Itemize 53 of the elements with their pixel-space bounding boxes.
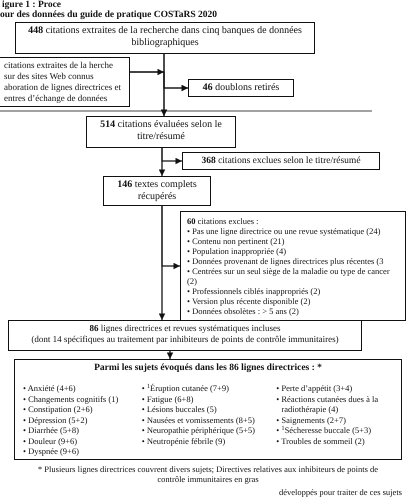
list-item: • Fatigue (6+8)	[142, 394, 194, 404]
process-box	[182, 152, 380, 170]
list-item: • Diarrhée (5+8)	[23, 425, 80, 436]
box-text: 86 lignes directrices et revues systématiques incluses	[90, 323, 280, 334]
arrow	[161, 206, 180, 270]
footnote: * Plusieurs lignes directrices couvrent divers sujets; Directives relatives aux inhibiteurs de points de contrôle immunitaires en gras	[36, 464, 380, 484]
list-item: • Professionnels ciblés inappropriés (2)	[187, 286, 322, 296]
process-box	[15, 22, 315, 54]
figure-title: our des données du guide de pratique COSTaRS 2020	[0, 10, 218, 21]
box-heading: 60 citations exclues :	[187, 216, 260, 226]
arrow	[166, 351, 174, 359]
list-item: • Neuropathie périphérique (5+5)	[142, 425, 256, 436]
list-item: • $^{1}$Éruption cutanée (7+9)	[142, 383, 230, 394]
list-item: • Changements cognitifs (1)	[23, 394, 120, 404]
list-item: • Centrées sur un seul siège de la maladie ou type de cancer (2)	[187, 266, 391, 286]
box-text: 514 citations évaluées selon le titre/résumé	[99, 119, 223, 143]
box-text: 146 textes complets récupérés	[116, 179, 198, 203]
list-item: • Anxiété (4+6)	[23, 383, 77, 394]
list-item: • $^{1}$Sécheresse buccale (5+3)	[276, 425, 372, 436]
process-box	[14, 359, 402, 460]
list-item: • Données obsolètes : > 5 ans (2)	[187, 306, 300, 316]
list-item: • Réactions cutanées dues à la radiothérapie (4)	[276, 394, 380, 414]
list-item: • Douleur (9+6)	[23, 436, 78, 446]
box-text: (dont 14 spécifiques au traitement par inhibiteurs de points de contrôle immunitaires)	[31, 334, 339, 345]
process-box	[0, 57, 130, 107]
list-item: • Pas une ligne directrice ou une revue systématique (24)	[187, 226, 382, 236]
list-item: • Nausées et vomissements (8+5)	[142, 414, 256, 425]
box-text: 448 citations extraites de la recherche dans cinq banques de données bibliographiques	[27, 25, 303, 49]
process-box	[103, 176, 211, 206]
list-item: • Population inappropriée (4)	[187, 246, 288, 256]
process-box	[8, 320, 362, 351]
list-item: • Neutropénie fébrile (9)	[142, 436, 226, 446]
list-item: • Constipation (2+6)	[23, 404, 94, 414]
process-box	[180, 211, 406, 321]
arrow	[161, 148, 182, 164]
list-item: • Saignements (2+7)	[276, 414, 347, 425]
list-item: • Contenu non pertinent (21)	[187, 236, 286, 246]
figure-title: igure 1 : Proce	[2, 0, 62, 10]
process-box	[86, 116, 236, 148]
footnote: développés pour traiter de ces sujets	[278, 487, 402, 497]
process-box	[188, 79, 294, 97]
list-item: • Perte d’appétit (3+4)	[276, 383, 354, 394]
list-item: • Données provenant de lignes directrices plus récentes (3	[187, 256, 385, 266]
list-item: • Lésions buccales (5)	[142, 404, 218, 414]
list-item: • Dyspnée (9+6)	[23, 446, 80, 456]
box-heading: Parmi les sujets évoqués dans les 86 lignes directrices : *	[93, 362, 323, 374]
list-item: • Troubles de sommeil (2)	[276, 436, 366, 446]
list-item: • Version plus récente disponible (2)	[187, 296, 312, 306]
box-text: citations extraites de la herche sur des sites Web connus aboration de lignes directrices et entres d’échange de données	[4, 60, 122, 104]
arrow	[130, 68, 164, 76]
box-text: 368 citations exclues selon le titre/résumé	[201, 155, 361, 167]
list-item: • Dépression (5+2)	[23, 414, 88, 425]
box-text: 46 doublons retirés	[202, 82, 280, 94]
